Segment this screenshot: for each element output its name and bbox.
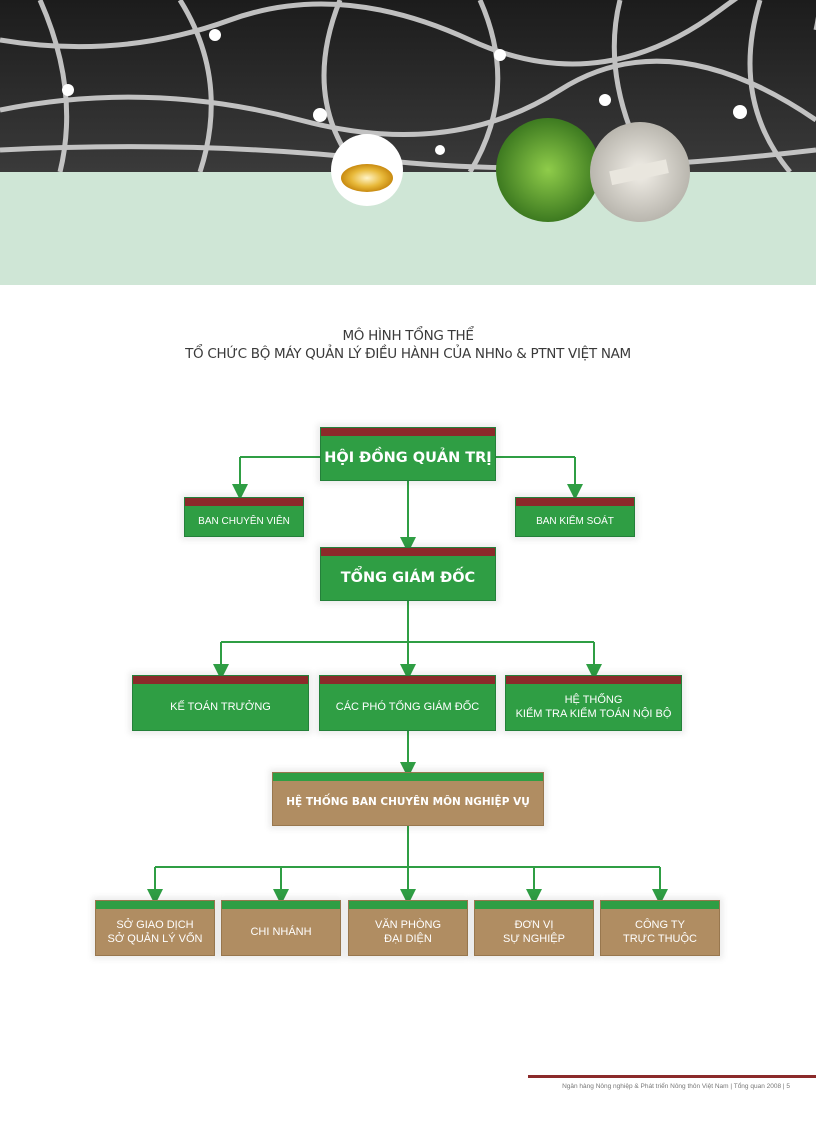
unit-label-subsidiary-company: CÔNG TY TRỰC THUỘC [623, 918, 697, 947]
box-header-bar [320, 676, 495, 684]
unit-line2: TRỰC THUỘC [623, 933, 697, 945]
internal-audit-line2: KIỂM TRA KIỂM TOÁN NỘI BỘ [515, 708, 672, 720]
departments-label: HỆ THỐNG BAN CHUYÊN MÔN NGHIỆP VỤ [286, 796, 530, 809]
internal-audit-box: HỆ THỐNG KIỂM TRA KIỂM TOÁN NỘI BỘ [505, 675, 682, 731]
box-header-bar [516, 498, 634, 506]
chief-accountant-box: KẾ TOÁN TRƯỞNG [132, 675, 309, 731]
ceo-box: TỔNG GIÁM ĐỐC [320, 547, 496, 601]
unit-line1: ĐƠN VỊ [514, 918, 554, 931]
advisory-board-box: BAN CHUYÊN VIÊN [184, 497, 304, 537]
box-header-bar [601, 901, 719, 909]
ceo-label: TỔNG GIÁM ĐỐC [340, 569, 476, 586]
unit-label-public-service-unit: ĐƠN VỊ SỰ NGHIỆP [503, 918, 565, 947]
unit-line1: CÔNG TY [635, 918, 685, 931]
unit-line2: SỰ NGHIỆP [503, 933, 565, 945]
unit-box-transaction-office: SỞ GIAO DỊCH SỞ QUẢN LÝ VỐN [95, 900, 215, 956]
unit-box-subsidiary-company: CÔNG TY TRỰC THUỘC [600, 900, 720, 956]
box-header-bar [475, 901, 593, 909]
supervisory-board-label: BAN KIỂM SOÁT [536, 515, 614, 527]
unit-line2: SỞ QUẢN LÝ VỐN [107, 933, 203, 945]
unit-box-public-service-unit: ĐƠN VỊ SỰ NGHIỆP [474, 900, 594, 956]
chief-accountant-label: KẾ TOÁN TRƯỞNG [170, 700, 271, 713]
unit-line1: SỞ GIAO DỊCH [116, 918, 194, 931]
unit-label-representative-office: VĂN PHÒNG ĐẠI DIỆN [375, 918, 441, 947]
internal-audit-label: HỆ THỐNG KIỂM TRA KIỂM TOÁN NỘI BỘ [516, 693, 672, 722]
unit-box-branch: CHI NHÁNH [221, 900, 341, 956]
unit-label-transaction-office: SỞ GIAO DỊCH SỞ QUẢN LÝ VỐN [107, 918, 202, 947]
footer-rule [528, 1075, 816, 1078]
box-header-bar [96, 901, 214, 909]
header-banner [0, 0, 816, 285]
advisory-board-label: BAN CHUYÊN VIÊN [198, 515, 290, 527]
deputy-ceos-box: CÁC PHÓ TỔNG GIÁM ĐỐC [319, 675, 496, 731]
internal-audit-line1: HỆ THỐNG [564, 693, 623, 706]
box-header-bar [133, 676, 308, 684]
box-header-bar [222, 901, 340, 909]
board-of-directors-box: HỘI ĐỒNG QUẢN TRỊ [320, 427, 496, 481]
box-header-bar [506, 676, 681, 684]
network-banner-image [0, 0, 816, 285]
unit-line1: VĂN PHÒNG [374, 918, 441, 931]
unit-line2: ĐẠI DIỆN [384, 933, 432, 945]
deputy-ceos-label: CÁC PHÓ TỔNG GIÁM ĐỐC [335, 700, 480, 713]
diagram-title: MÔ HÌNH TỔNG THỂ [342, 328, 474, 344]
box-header-bar [349, 901, 467, 909]
box-header-bar [273, 773, 543, 781]
unit-label-branch: CHI NHÁNH [250, 925, 312, 938]
departments-box: HỆ THỐNG BAN CHUYÊN MÔN NGHIỆP VỤ [272, 772, 544, 826]
box-header-bar [321, 548, 495, 556]
unit-box-representative-office: VĂN PHÒNG ĐẠI DIỆN [348, 900, 468, 956]
page-footer: Ngân hàng Nông nghiệp & Phát triển Nông … [562, 1083, 790, 1090]
board-of-directors-label: HỘI ĐỒNG QUẢN TRỊ [324, 449, 492, 466]
supervisory-board-box: BAN KIỂM SOÁT [515, 497, 635, 537]
box-header-bar [321, 428, 495, 436]
box-header-bar [185, 498, 303, 506]
diagram-subtitle: TỔ CHỨC BỘ MÁY QUẢN LÝ ĐIỀU HÀNH CỦA NHN… [185, 346, 631, 362]
